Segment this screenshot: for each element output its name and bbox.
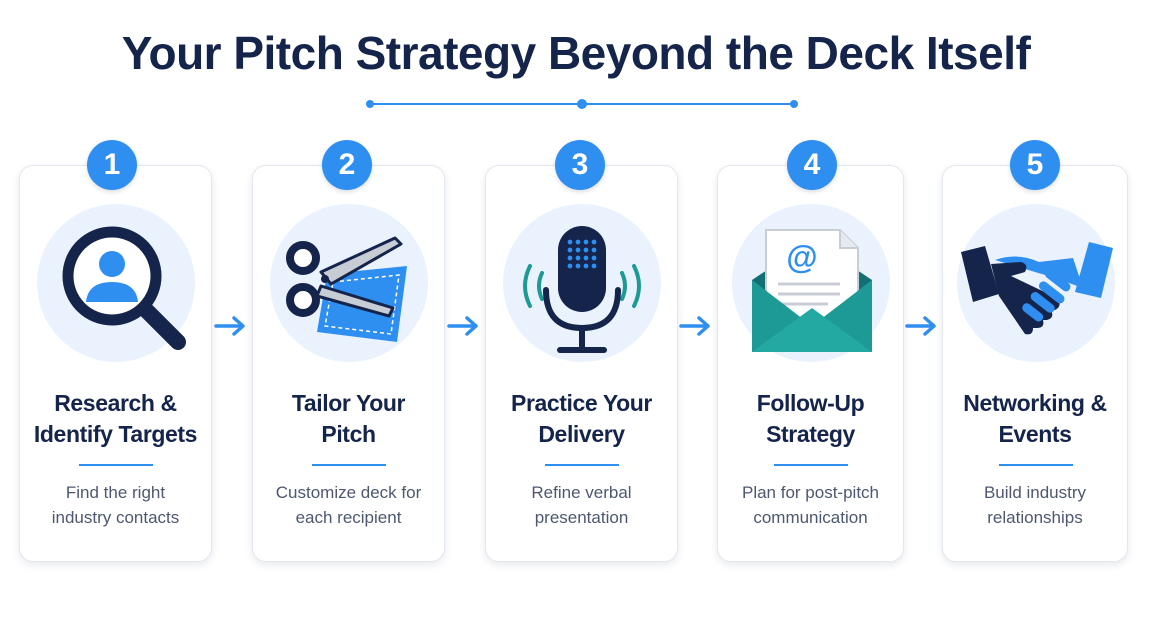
step-4-badge: 4 bbox=[787, 140, 837, 190]
microphone-icon bbox=[523, 226, 641, 353]
magnifying-glass-person-icon bbox=[62, 226, 186, 350]
email-envelope-icon: @ bbox=[752, 229, 872, 352]
step-card-follow-up: @ Follow-Up Strategy Plan for post-pitch… bbox=[717, 165, 904, 562]
step-description: Plan for post-pitch communication bbox=[741, 483, 879, 527]
title-divider bbox=[366, 99, 798, 109]
step-card-practice: Practice Your Delivery Refine verbal pre… bbox=[485, 165, 678, 562]
handshake-icon bbox=[961, 242, 1113, 335]
step-title: Follow-Up Strategy bbox=[756, 390, 865, 447]
step-title: Practice Your Delivery bbox=[511, 390, 652, 447]
arrow-right-icon bbox=[447, 316, 478, 336]
step-title: Networking & Events bbox=[963, 390, 1107, 447]
step-card-research: Research & Identify Targets Find the rig… bbox=[19, 165, 212, 562]
step-title: Research & Identify Targets bbox=[33, 390, 198, 447]
arrow-right-icon bbox=[214, 316, 245, 336]
step-title: Tailor Your Pitch bbox=[291, 390, 406, 447]
step-1-badge: 1 bbox=[87, 140, 137, 190]
step-card-tailor: Tailor Your Pitch Customize deck for eac… bbox=[252, 165, 445, 562]
page-title: Your Pitch Strategy Beyond the Deck Itse… bbox=[121, 27, 1031, 79]
step-description: Build industry relationships bbox=[983, 483, 1087, 527]
step-description: Refine verbal presentation bbox=[531, 483, 632, 527]
step-description: Customize deck for each recipient bbox=[275, 483, 422, 527]
scissors-fabric-icon bbox=[286, 236, 407, 342]
step-5-badge: 5 bbox=[1010, 140, 1060, 190]
title-underline bbox=[999, 464, 1073, 466]
title-underline bbox=[545, 464, 619, 466]
title-underline bbox=[312, 464, 386, 466]
step-3-badge: 3 bbox=[555, 140, 605, 190]
arrow-right-icon bbox=[905, 316, 936, 336]
step-description: Find the right industry contacts bbox=[51, 483, 180, 527]
title-underline bbox=[774, 464, 848, 466]
step-card-networking: Networking & Events Build industry relat… bbox=[942, 165, 1128, 562]
svg-text:@: @ bbox=[786, 239, 817, 275]
title-underline bbox=[79, 464, 153, 466]
step-2-badge: 2 bbox=[322, 140, 372, 190]
arrow-right-icon bbox=[679, 316, 710, 336]
